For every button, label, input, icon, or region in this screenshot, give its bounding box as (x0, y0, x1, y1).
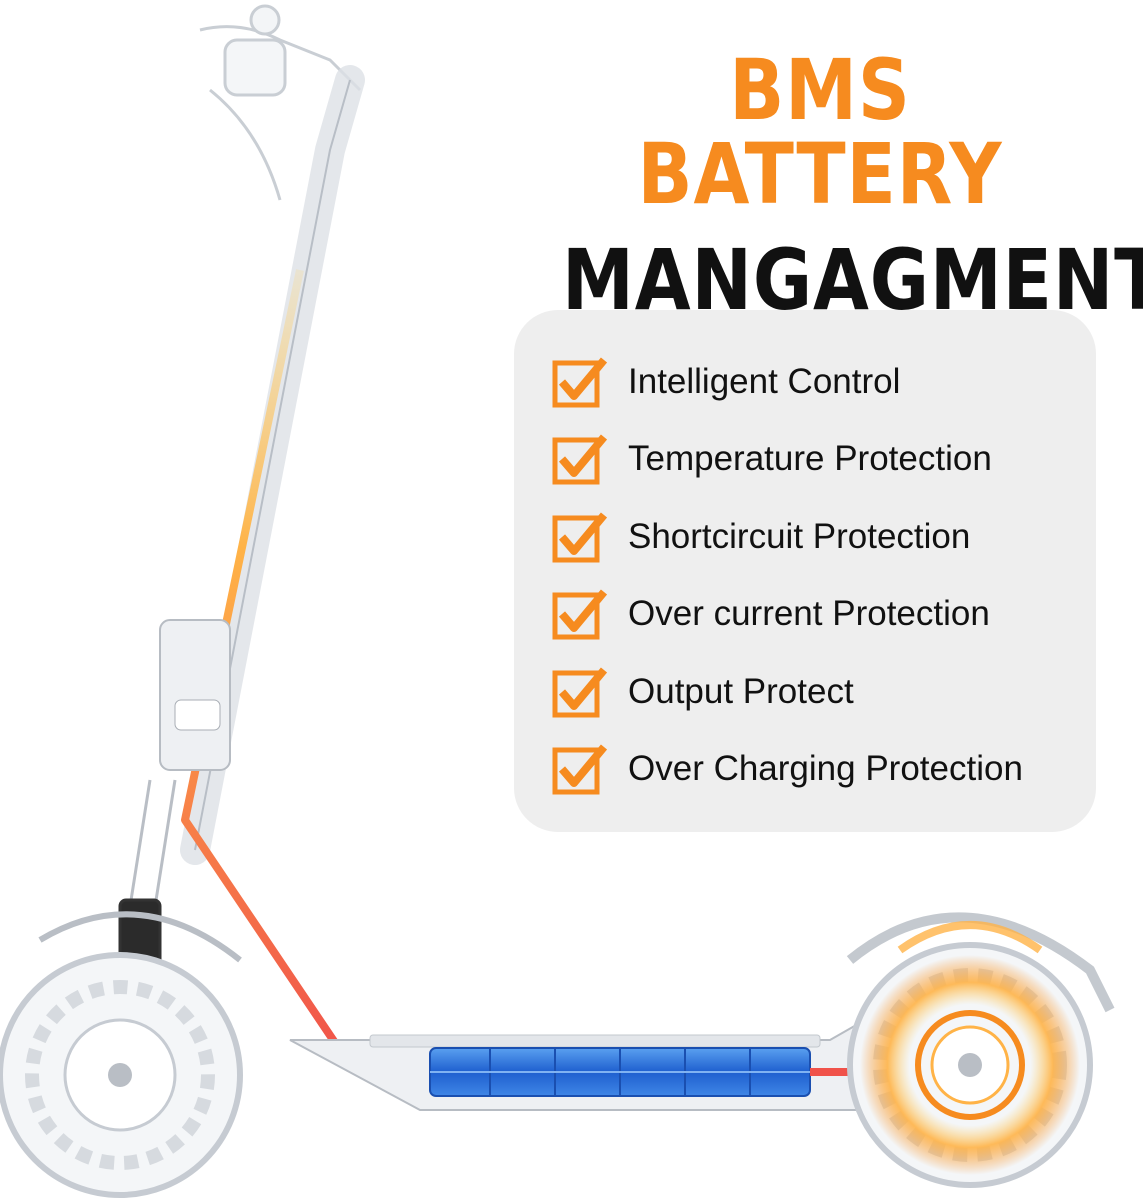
checkbox-checked-icon (552, 354, 608, 410)
checkbox-checked-icon (552, 431, 608, 487)
feature-item: Shortcircuit Protection (552, 507, 970, 567)
feature-label: Shortcircuit Protection (628, 517, 971, 556)
headline-line-2: MANGAGMENT (562, 231, 1143, 329)
handlebar (199, 4, 362, 201)
feature-item: Temperature Protection (552, 429, 992, 489)
checkbox-checked-icon (552, 741, 608, 797)
feature-item: Over Charging Protection (552, 739, 1023, 799)
feature-label: Over current Protection (628, 594, 990, 633)
feature-item: Output Protect (552, 662, 854, 722)
feature-panel: Intelligent Control Temperature Protecti… (514, 310, 1096, 832)
feature-item: Over current Protection (552, 584, 990, 644)
checkbox-checked-icon (552, 586, 608, 642)
rear-fender (846, 912, 1115, 1013)
feature-label: Intelligent Control (628, 362, 901, 401)
front-wheel (0, 952, 243, 1198)
checkbox-checked-icon (552, 664, 608, 720)
feature-item: Intelligent Control (552, 352, 900, 412)
headline-line-1: BMS BATTERY (637, 41, 1003, 223)
battery-pack (429, 1047, 811, 1097)
rear-wheel (847, 921, 1093, 1188)
stem (159, 65, 430, 1069)
feature-label: Temperature Protection (628, 439, 992, 478)
feature-label: Over Charging Protection (628, 749, 1023, 788)
headline: BMS BATTERY MANGAGMENT (520, 41, 1143, 329)
feature-label: Output Protect (628, 672, 854, 711)
checkbox-checked-icon (552, 509, 608, 565)
